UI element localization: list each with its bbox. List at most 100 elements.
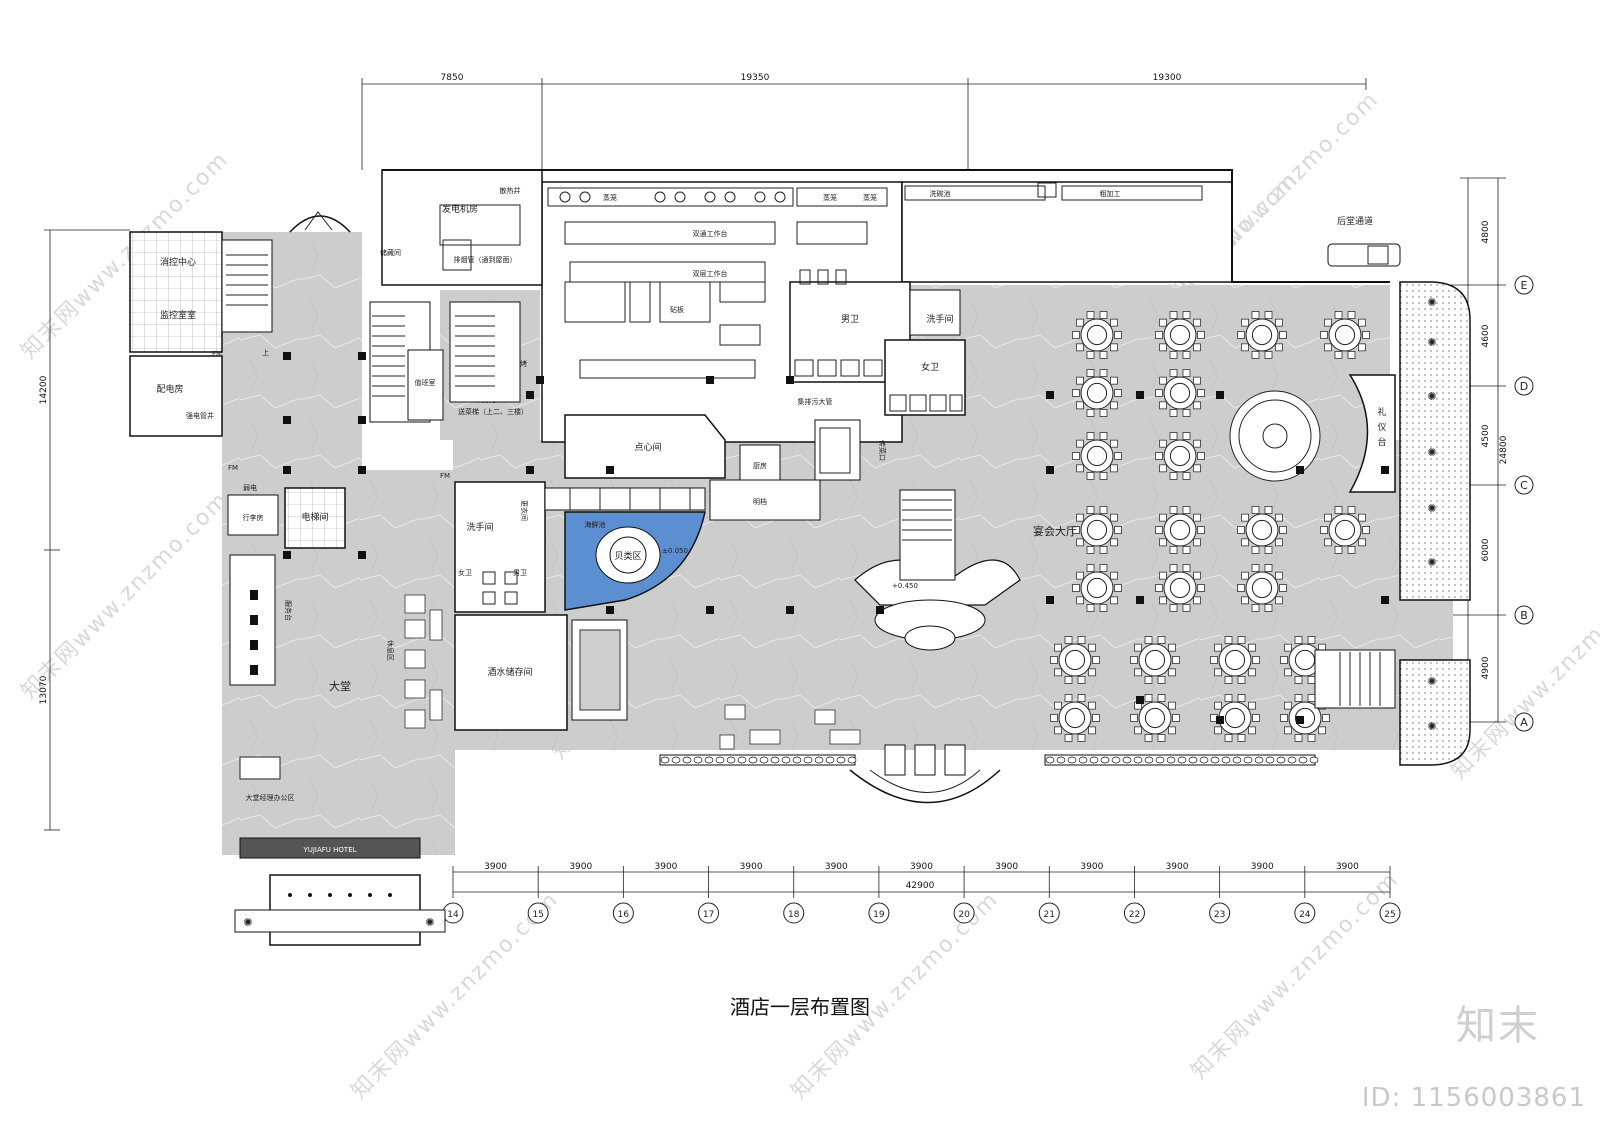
round-table — [1072, 432, 1122, 480]
label-weak: 弱电 — [243, 483, 257, 492]
axis-D: D — [1520, 380, 1528, 393]
bottom-dimension-line: 42900 — [452, 866, 1391, 898]
kitchen-label-dishlift: 送菜梯（上二、三楼） — [458, 407, 528, 416]
label-etiquette-2: 仪 — [1377, 422, 1386, 433]
axis-label-x: 18 — [788, 910, 800, 920]
round-table — [1155, 506, 1205, 554]
label-back-passage: 后堂通道 — [1337, 215, 1373, 227]
lobby-seating — [404, 594, 443, 729]
label-main-desk: 大堂经理办公区 — [246, 793, 295, 802]
round-table — [1210, 694, 1260, 742]
axis-bubble-x — [868, 902, 890, 924]
axis-label-x: 24 — [1299, 910, 1311, 920]
room-women-right: 女卫 — [921, 361, 939, 373]
right-dim-5: 4900 — [1481, 656, 1491, 679]
round-table — [1072, 564, 1122, 612]
round-table — [1072, 506, 1122, 554]
main-round-table — [1229, 390, 1321, 482]
label-fm-2: FM — [228, 464, 238, 472]
planter-flower-1: ✺ — [243, 916, 252, 929]
axis-C: C — [1520, 479, 1528, 492]
bottom-dim: 3900 — [569, 862, 592, 872]
label-etiquette-3: 台 — [1377, 436, 1386, 448]
room-wash-left: 洗手间 — [466, 521, 493, 533]
bottom-dim-total: 42900 — [906, 881, 935, 891]
round-table — [1155, 564, 1205, 612]
brand-watermark: 知末 — [1456, 1003, 1540, 1049]
left-restroom-block — [454, 481, 546, 613]
kitchen-label-exhaust: 排烟管（通到屋面） — [454, 255, 517, 264]
round-table — [1050, 694, 1100, 742]
dish-area — [901, 181, 1233, 283]
axis-bubble-x — [527, 902, 549, 924]
svg-text:✺: ✺ — [1427, 556, 1436, 569]
round-table — [1320, 506, 1370, 554]
kitchen-label-steamer1: 蒸笼 — [603, 193, 617, 202]
room-power: 配电房 — [156, 383, 183, 395]
top-dim-1: 7850 — [441, 73, 464, 83]
bottom-dim: 3900 — [1080, 862, 1103, 872]
label-pool-level: ±0.050 — [662, 547, 688, 555]
room-shellfish: 贝类区 — [614, 550, 641, 562]
kitchen-label-steamer2: 蒸笼 — [823, 193, 837, 202]
room-duty: 值班室 — [415, 378, 436, 387]
room-fire-control: 消控中心 — [160, 256, 196, 268]
axis-bubble-x — [953, 902, 975, 924]
svg-text:✺: ✺ — [1427, 296, 1436, 309]
axis-bubble-x — [1038, 902, 1060, 924]
axis-bubble-x — [783, 902, 805, 924]
right-stair-treads — [1339, 652, 1381, 706]
room-bright-file: 明档 — [753, 497, 767, 506]
central-stage: +0.450 — [854, 489, 1021, 651]
bottom-dim: 3900 — [910, 862, 933, 872]
generator-room — [381, 169, 543, 286]
kitchen-label-steamer3: 蒸笼 — [863, 193, 877, 202]
bottom-dim: 3900 — [995, 862, 1018, 872]
axis-label-x: 19 — [873, 910, 885, 920]
left-toilets — [482, 571, 518, 605]
kitchen-counters — [439, 185, 1203, 379]
bottom-dim: 3900 — [740, 862, 763, 872]
round-table — [1237, 506, 1287, 554]
car-icon — [1327, 243, 1401, 267]
top-dim-2: 19350 — [741, 73, 770, 83]
round-table — [1130, 694, 1180, 742]
room-men-right: 男卫 — [841, 314, 859, 325]
svg-text:✺: ✺ — [1427, 446, 1436, 459]
wash-room-right — [909, 289, 961, 336]
round-table — [1072, 369, 1122, 417]
round-table — [1050, 636, 1100, 684]
side-entrance-arch — [289, 215, 351, 233]
axis-bubble-x — [1294, 902, 1316, 924]
axis-E: E — [1521, 279, 1528, 292]
axis-label-x: 15 — [532, 910, 543, 920]
round-table — [1155, 369, 1205, 417]
axis-label-x: 22 — [1129, 910, 1140, 920]
seafood-tank-dividers — [569, 488, 691, 510]
room-chef: 厨房 — [753, 461, 767, 470]
axis-label-x: 21 — [1044, 910, 1055, 920]
axis-bubble-x — [698, 902, 720, 924]
axis-label-x: 17 — [703, 910, 714, 920]
label-stage-level: +0.450 — [892, 582, 918, 590]
top-dim-3: 19300 — [1153, 73, 1182, 83]
label-seafood-pool: 海鲜池 — [585, 520, 606, 529]
service-chairs — [250, 590, 258, 675]
svg-text:✺: ✺ — [1427, 675, 1436, 688]
axis-label-x: 20 — [958, 910, 970, 920]
room-luggage: 行李房 — [243, 513, 264, 522]
room-women-left: 女卫 — [458, 568, 472, 577]
kitchen-label-dual2: 双层工作台 — [693, 269, 728, 278]
label-rest: 休息区 — [386, 640, 395, 661]
bottom-dim: 3900 — [1251, 862, 1274, 872]
toilet-stalls-men — [794, 269, 883, 377]
kitchen-label-rough: 粗加工 — [1100, 189, 1121, 198]
room-lobby: 大堂 — [329, 679, 351, 693]
pass-counter — [819, 427, 851, 474]
left-dim-2: 13070 — [39, 675, 49, 704]
room-banquet: 宴会大厅 — [1033, 524, 1077, 538]
top-dimension-line: 7850 19350 19300 — [361, 73, 1367, 170]
svg-text:✺: ✺ — [1427, 720, 1436, 733]
